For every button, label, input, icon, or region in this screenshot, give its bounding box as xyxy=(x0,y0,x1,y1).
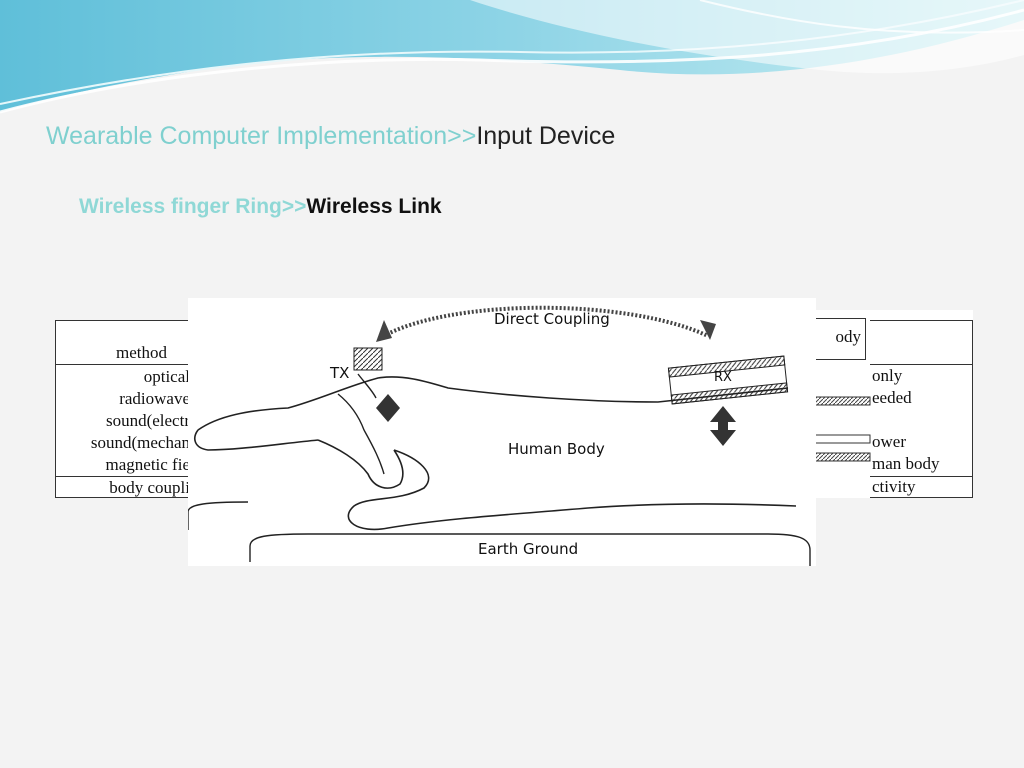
rx-vertical-arrow xyxy=(710,406,736,446)
tx-label: TX xyxy=(330,364,350,382)
header-wave-decoration xyxy=(0,0,1024,114)
direct-coupling-arrow xyxy=(378,305,709,340)
method-row: sound(mechan xyxy=(90,433,190,452)
subtitle-current: Wireless Link xyxy=(306,195,442,218)
earth-ground-outline xyxy=(249,533,811,566)
method-row: body coupli xyxy=(56,476,204,498)
arrow-head-left xyxy=(376,320,392,342)
wireless-link-figure: Direct Coupling TX RX Human Body Earth G… xyxy=(188,298,816,566)
notes-row: ctivity xyxy=(872,477,916,496)
hatched-bars-icon xyxy=(815,396,871,462)
hand-outline xyxy=(194,376,797,531)
hand-diagram xyxy=(188,305,811,566)
subtitle-breadcrumb: Wireless finger Ring>> xyxy=(79,195,307,218)
earth-ground-label: Earth Ground xyxy=(478,540,579,558)
notes-row: ower xyxy=(872,432,906,451)
notes-row: eeded xyxy=(872,388,912,407)
direct-coupling-label: Direct Coupling xyxy=(494,310,610,328)
slide-subtitle: Wireless finger Ring>>Wireless Link xyxy=(79,192,442,222)
notes-row: man body xyxy=(872,454,940,473)
rx-label: RX xyxy=(714,370,732,385)
title-breadcrumb: Wearable Computer Implementation>> xyxy=(46,122,477,150)
arrow-head-right xyxy=(700,320,716,340)
method-row: magnetic fie xyxy=(105,455,191,474)
notes-header-label: ody xyxy=(835,327,862,346)
tx-device xyxy=(353,347,383,371)
method-row: radiowave xyxy=(119,389,190,408)
slide-title: Wearable Computer Implementation>>Input … xyxy=(46,118,615,154)
method-table-left: method optical radiowave sound(electr so… xyxy=(55,320,205,498)
notes-row: only xyxy=(872,366,903,385)
title-current: Input Device xyxy=(476,122,616,150)
method-header-label: method xyxy=(116,343,167,362)
method-row: sound(electr xyxy=(105,411,190,430)
human-body-label: Human Body xyxy=(508,440,605,458)
tx-vertical-arrow xyxy=(376,394,400,422)
method-row: optical xyxy=(143,367,190,386)
method-table-header: method xyxy=(56,321,204,365)
notes-table-right: ody only eeded ower man body ctivity xyxy=(796,310,973,498)
